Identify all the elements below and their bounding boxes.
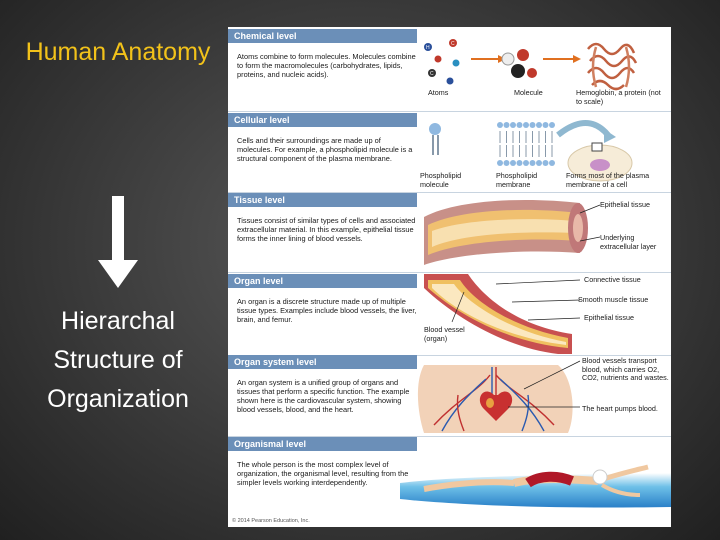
- molecule-icon: [501, 49, 537, 78]
- heart-pumps-label: The heart pumps blood.: [582, 404, 658, 413]
- atom-letter: H: [426, 45, 430, 51]
- level-description: An organ is a discrete structure made up…: [237, 297, 417, 324]
- level-heading: Organ system level: [228, 355, 417, 369]
- cardiovascular-illustration: [417, 360, 581, 433]
- level-description: Cells and their surroundings are made up…: [237, 136, 413, 163]
- level-organ-system: Organ system level An organ system is a …: [228, 355, 671, 435]
- level-description: An organ system is a unified group of or…: [237, 378, 410, 414]
- organization-figure: Chemical level Atoms combine to form mol…: [228, 27, 671, 527]
- heart-icon: [479, 391, 513, 421]
- atom-letter: C: [430, 71, 434, 77]
- blood-vessels-transport-label: Blood vessels transport blood, which car…: [582, 356, 669, 382]
- hemoglobin-label: Hemoglobin, a protein (not to scale): [576, 88, 661, 106]
- level-description: The whole person is the most complex lev…: [237, 460, 409, 487]
- plasma-membrane-label: Forms most of the plasma membrane of a c…: [566, 171, 650, 189]
- smooth-muscle-label: Smooth muscle tissue: [578, 295, 649, 304]
- cell-icon: [567, 142, 633, 182]
- tissue-illustration: [424, 199, 601, 265]
- chemical-illustration: H C C: [424, 39, 638, 91]
- hemoglobin-icon: [587, 42, 638, 91]
- atoms-icon: H C C: [424, 39, 460, 85]
- level-description: Tissues consist of similar types of cell…: [237, 216, 416, 243]
- epithelial-tissue-label: Epithelial tissue: [600, 200, 650, 209]
- level-description: Atoms combine to form molecules. Molecul…: [237, 52, 416, 79]
- phospholipid-membrane-label: Phospholipid membrane: [496, 171, 538, 189]
- level-tissue: Tissue level Tissues consist of similar …: [228, 193, 671, 271]
- underlying-layer-label: Underlying extracellular layer: [600, 233, 657, 251]
- slide-subtitle: Hierarchal Structure of Organization: [47, 307, 189, 413]
- level-heading: Organismal level: [228, 437, 417, 451]
- level-organismal: Organismal level The whole person is the…: [228, 437, 671, 527]
- copyright-notice: © 2014 Pearson Education, Inc.: [232, 518, 310, 524]
- cellular-illustration: [429, 120, 633, 182]
- phospholipid-molecule-label: Phospholipid molecule: [420, 171, 462, 189]
- phospholipid-icon: [429, 123, 441, 155]
- down-arrow-icon: [98, 196, 138, 288]
- level-heading: Cellular level: [228, 113, 417, 127]
- slide-title: Human Anatomy: [25, 38, 211, 66]
- atom-letter: C: [451, 41, 455, 47]
- swimmer-illustration: [400, 464, 671, 508]
- organ-illustration: [424, 274, 581, 354]
- blood-vessel-label: Blood vessel (organ): [424, 325, 465, 343]
- connective-tissue-label: Connective tissue: [584, 275, 641, 284]
- atoms-label: Atoms: [428, 88, 449, 97]
- level-organ: Organ level An organ is a discrete struc…: [228, 274, 671, 354]
- level-heading: Organ level: [228, 274, 417, 288]
- epithelial-tissue-label: Epithelial tissue: [584, 313, 634, 322]
- level-chemical: Chemical level Atoms combine to form mol…: [228, 29, 671, 109]
- phospholipid-membrane-icon: [497, 122, 555, 166]
- level-heading: Chemical level: [228, 29, 417, 43]
- level-cellular: Cellular level Cells and their surroundi…: [228, 113, 671, 191]
- level-heading: Tissue level: [228, 193, 417, 207]
- molecule-label: Molecule: [514, 88, 543, 97]
